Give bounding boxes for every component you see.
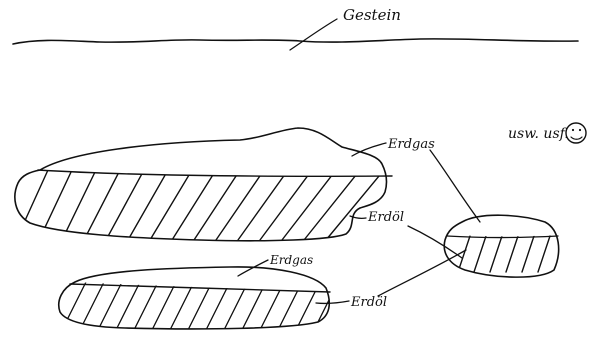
etc-label: usw. usf. bbox=[508, 127, 569, 141]
rock-layer-line bbox=[13, 39, 578, 44]
reservoir-3-oil-hatching bbox=[458, 236, 550, 272]
reservoir-3-outline bbox=[444, 215, 558, 277]
reservoir-2-oil-hatching bbox=[62, 282, 338, 330]
gas-label-2: Erdgas bbox=[270, 254, 313, 266]
oil-3-pointer-line-b bbox=[378, 250, 466, 296]
smiley-icon bbox=[566, 123, 586, 143]
oil-3-pointer-line-a bbox=[408, 226, 462, 258]
reservoir-3-gas-oil-contact bbox=[447, 236, 558, 238]
oil-label-2: Erdöl bbox=[351, 296, 387, 309]
gas-3-pointer-line bbox=[430, 150, 480, 222]
rock-label: Gestein bbox=[343, 8, 401, 23]
gas-label-1: Erdgas bbox=[388, 138, 435, 151]
reservoir-1-gas-oil-contact bbox=[38, 170, 392, 176]
oil-2-pointer-line bbox=[316, 301, 349, 303]
reservoir-2-gas-oil-contact bbox=[70, 284, 330, 292]
rock-pointer-line bbox=[290, 19, 337, 50]
oil-label-1: Erdöl bbox=[368, 211, 404, 224]
reservoir-2-outline bbox=[59, 267, 330, 329]
